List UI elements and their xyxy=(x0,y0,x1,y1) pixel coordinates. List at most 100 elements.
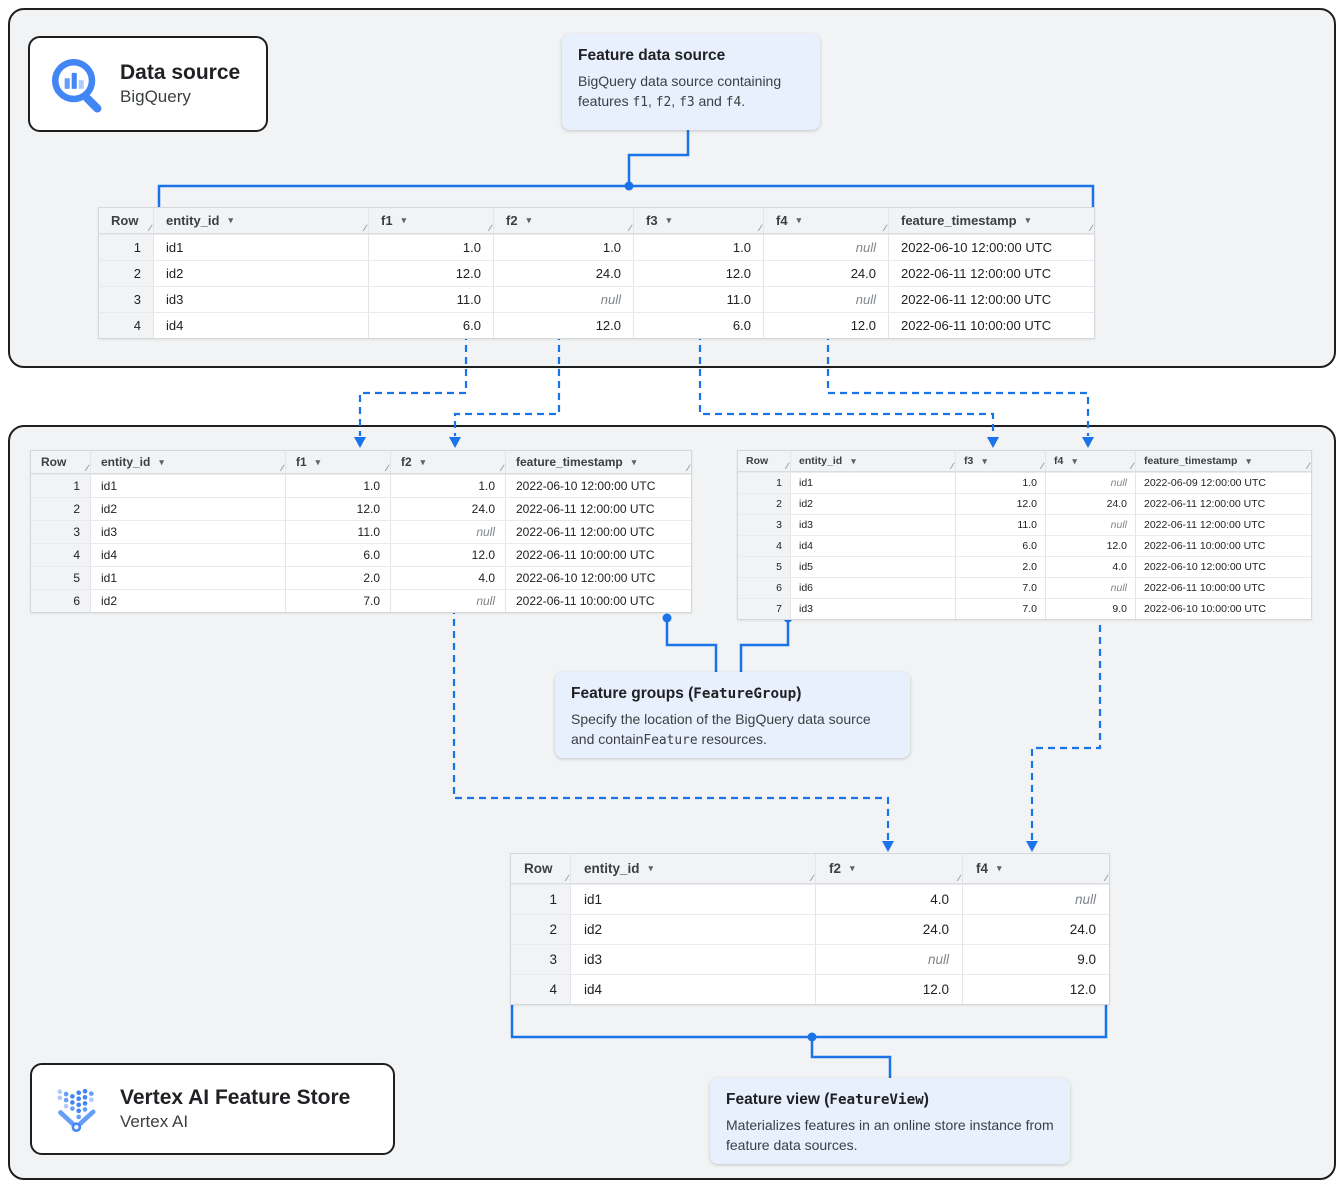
column-label: f2 xyxy=(401,455,412,469)
callout-body: Specify the location of the BigQuery dat… xyxy=(571,710,894,750)
cell-f2: null xyxy=(391,590,506,612)
column-label: Row xyxy=(41,455,67,469)
cell-f1: 12.0 xyxy=(369,261,494,286)
column-label: feature_timestamp xyxy=(1144,455,1238,467)
cell-f4: 24.0 xyxy=(1069,922,1096,937)
sort-dropdown-icon: ▾ xyxy=(401,215,407,225)
cell-f4: 12.0 xyxy=(1069,982,1096,997)
cell-feature_timestamp: 2022-06-11 12:00:00 UTC xyxy=(901,266,1052,281)
cell-entity_id: id3 xyxy=(91,521,286,543)
cell-f3: 1.0 xyxy=(956,473,1046,493)
cell-f1: 7.0 xyxy=(286,590,391,612)
row-number-cell: 3 xyxy=(99,287,154,312)
cell-f4: null xyxy=(764,287,889,312)
cell-feature_timestamp: 2022-06-11 10:00:00 UTC xyxy=(901,318,1052,333)
column-label: feature_timestamp xyxy=(901,213,1017,228)
callout-title: Feature groups (FeatureGroup) xyxy=(571,685,894,703)
row-number-cell: 1 xyxy=(511,885,571,914)
cell-f1: 6.0 xyxy=(286,544,391,566)
cell-entity_id: id1 xyxy=(154,235,369,260)
cell-f2: 1.0 xyxy=(391,475,506,497)
row-number-cell: 5 xyxy=(738,557,791,577)
cell-f3: 7.0 xyxy=(956,578,1046,598)
sort-dropdown-icon: ▾ xyxy=(997,863,1002,873)
cell-f1: 12.0 xyxy=(286,498,391,520)
feature-view-table: Row∕∕entity_id▾∕∕f2▾∕∕f4▾∕∕1id14.0null2i… xyxy=(510,853,1110,1005)
text: Feature data source xyxy=(578,47,726,64)
cell-feature_timestamp: 2022-06-11 10:00:00 UTC xyxy=(1144,540,1266,552)
sort-dropdown-icon: ▾ xyxy=(420,456,426,467)
cell-f2: null xyxy=(816,945,963,974)
cell-entity_id: id2 xyxy=(91,498,286,520)
vertex-ai-feature-store-badge: Vertex AI Feature Store Vertex AI xyxy=(30,1063,395,1155)
column-header-entity_id: entity_id▾∕∕ xyxy=(91,451,286,473)
column-label: f3 xyxy=(964,455,974,467)
feature-group-f1-f2-table: Row∕∕entity_id▾∕∕f1▾∕∕f2▾∕∕feature_times… xyxy=(30,450,692,613)
column-header-Row: Row∕∕ xyxy=(31,451,91,473)
column-label: Row xyxy=(524,861,553,876)
row-number-cell: 1 xyxy=(99,235,154,260)
text: . xyxy=(741,92,746,109)
source-table: Row∕∕entity_id▾∕∕f1▾∕∕f2▾∕∕f3▾∕∕f4▾∕∕fea… xyxy=(98,207,1095,339)
row-number-cell: 7 xyxy=(738,599,791,619)
column-header-f4: f4▾∕∕ xyxy=(1046,451,1136,471)
cell-f3: 2.0 xyxy=(956,557,1046,577)
row-number-cell: 2 xyxy=(511,915,571,944)
cell-f3: 1.0 xyxy=(634,235,764,260)
table-header-row: Row∕∕entity_id▾∕∕f1▾∕∕f2▾∕∕f3▾∕∕f4▾∕∕fea… xyxy=(99,208,1094,234)
cell-f4: 24.0 xyxy=(764,261,889,286)
text: Feature view ( xyxy=(726,1091,830,1108)
row-number-cell: 6 xyxy=(31,590,91,612)
sort-dropdown-icon: ▾ xyxy=(159,456,164,467)
text: Materializes features in an online store… xyxy=(726,1117,1054,1153)
row-number-cell: 2 xyxy=(99,261,154,286)
cell-feature_timestamp: 2022-06-11 12:00:00 UTC xyxy=(516,525,655,539)
cell-f2: 12.0 xyxy=(494,313,634,338)
cell-f2: 24.0 xyxy=(816,915,963,944)
cell-feature_timestamp: 2022-06-10 12:00:00 UTC xyxy=(1144,561,1266,573)
sort-dropdown-icon: ▾ xyxy=(228,215,233,225)
cell-feature_timestamp: 2022-06-10 12:00:00 UTC xyxy=(516,571,656,585)
column-header-entity_id: entity_id▾∕∕ xyxy=(571,854,816,883)
cell-f4: 12.0 xyxy=(764,313,889,338)
cell-entity_id: id3 xyxy=(791,515,956,535)
sort-dropdown-icon: ▾ xyxy=(982,455,987,466)
cell-f1: 1.0 xyxy=(369,235,494,260)
column-label: f1 xyxy=(381,213,393,228)
row-number-cell: 2 xyxy=(31,498,91,520)
column-header-feature_timestamp: feature_timestamp▾∕∕ xyxy=(506,451,691,473)
cell-f2: 4.0 xyxy=(816,885,963,914)
column-label: f4 xyxy=(776,213,788,228)
cell-entity_id: id2 xyxy=(791,494,956,514)
row-number-cell: 3 xyxy=(738,515,791,535)
code-text: f4 xyxy=(725,94,742,110)
text: Specify the location of the BigQuery dat… xyxy=(571,711,871,747)
callout-title: Feature view (FeatureView) xyxy=(726,1091,1054,1109)
cell-f2: 12.0 xyxy=(816,975,963,1004)
cell-f1: 11.0 xyxy=(286,521,391,543)
column-header-f3: f3▾∕∕ xyxy=(956,451,1046,471)
cell-f3: 6.0 xyxy=(634,313,764,338)
cell-f3: 11.0 xyxy=(634,287,764,312)
text: , xyxy=(671,92,680,109)
sort-dropdown-icon: ▾ xyxy=(666,215,672,225)
text: resources. xyxy=(697,730,767,747)
cell-entity_id: id4 xyxy=(571,975,816,1004)
column-label: f1 xyxy=(296,455,307,469)
cell-f3: 12.0 xyxy=(634,261,764,286)
column-label: f2 xyxy=(829,861,842,876)
column-header-f2: f2▾∕∕ xyxy=(816,854,963,883)
callout-body: BigQuery data source containing features… xyxy=(578,72,804,112)
column-header-entity_id: entity_id▾∕∕ xyxy=(791,451,956,471)
column-label: f2 xyxy=(506,213,518,228)
column-header-f2: f2▾∕∕ xyxy=(494,208,634,233)
